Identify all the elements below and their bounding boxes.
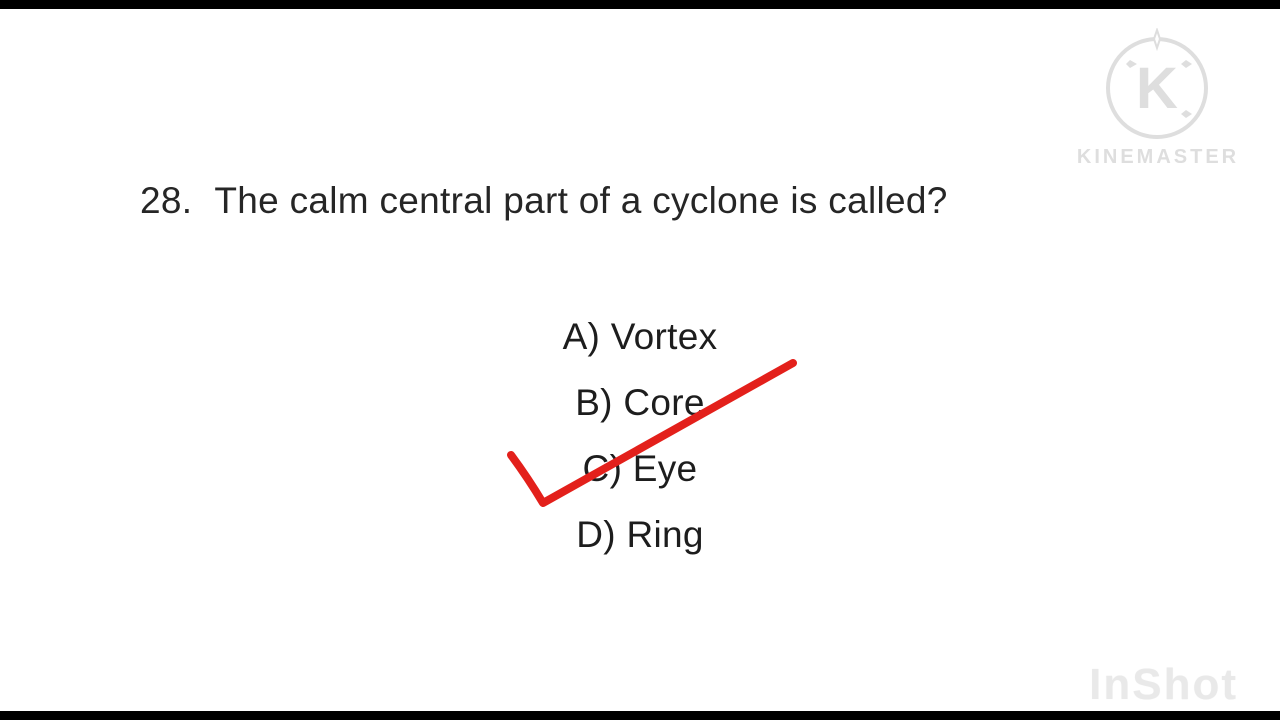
question-line: 28. The calm central part of a cyclone is… xyxy=(140,180,1190,222)
question-text: The calm central part of a cyclone is ca… xyxy=(214,180,948,221)
kinemaster-logo-icon: K xyxy=(1106,28,1208,139)
option-b: B) Core xyxy=(575,382,705,423)
top-letterbox-bar xyxy=(0,0,1280,9)
bottom-letterbox-bar xyxy=(0,711,1280,720)
options-list: A) Vortex B) Core C) Eye D) Ring xyxy=(0,304,1280,568)
inshot-watermark-text: InShot xyxy=(1089,660,1238,709)
option-a: A) Vortex xyxy=(562,316,718,357)
kinemaster-watermark-text: KINEMASTER xyxy=(1076,146,1240,168)
option-d: D) Ring xyxy=(576,514,704,555)
kinemaster-letter: K xyxy=(1136,56,1178,121)
question-number: 28. xyxy=(140,180,193,221)
option-c: C) Eye xyxy=(582,448,698,489)
